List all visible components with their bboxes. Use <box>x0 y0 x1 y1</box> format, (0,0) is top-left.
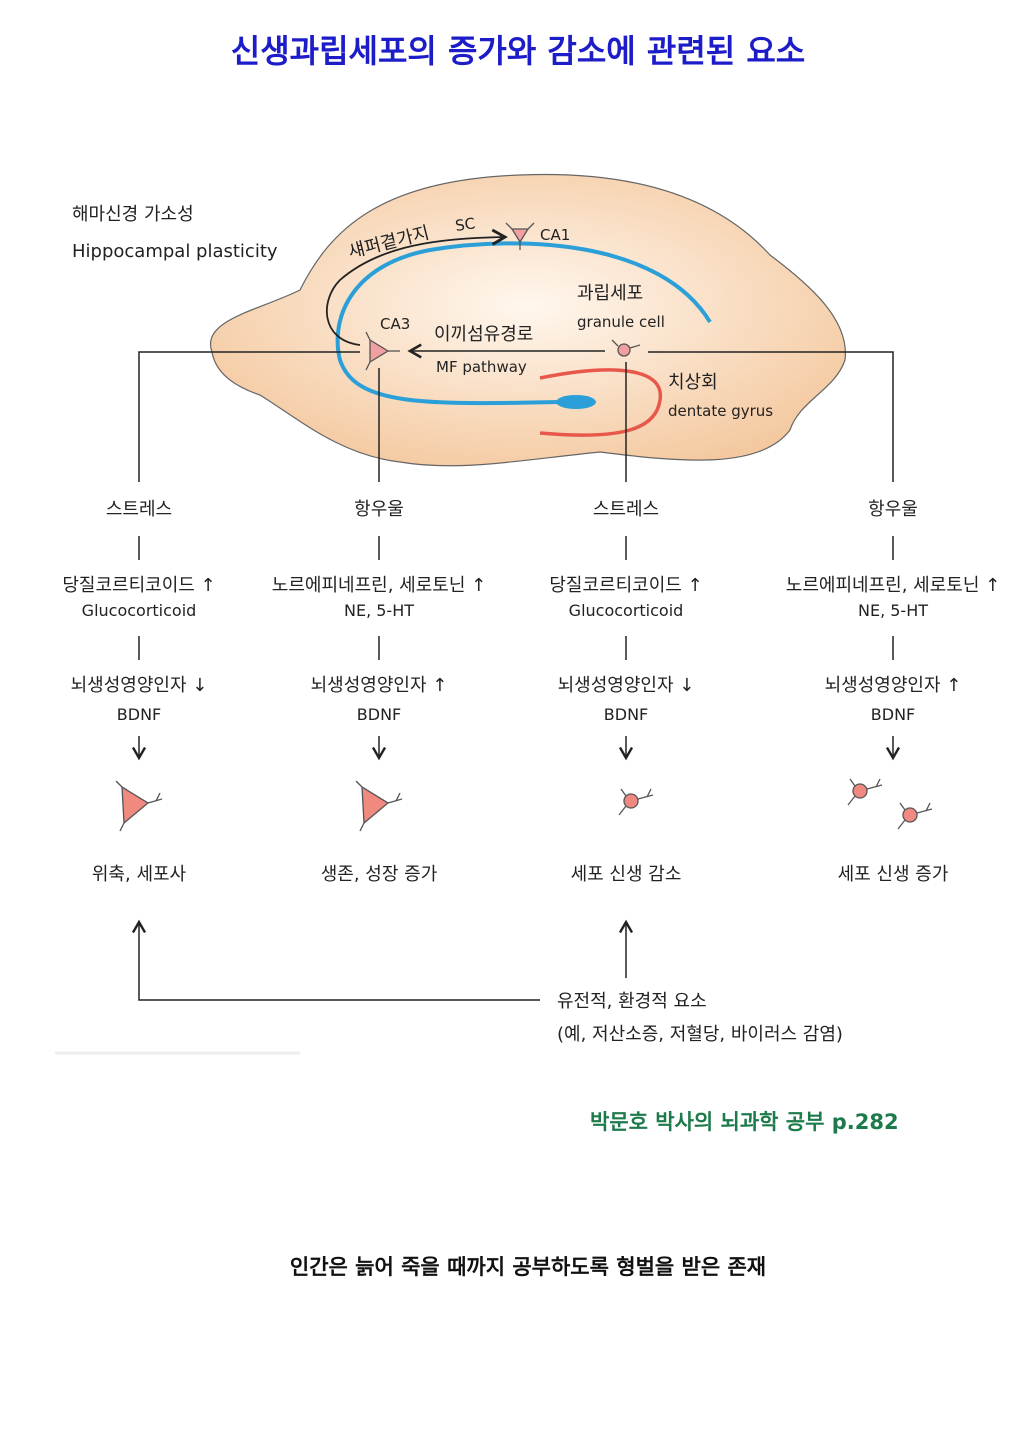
mf-label-en: MF pathway <box>436 358 527 376</box>
trigger-label: 항우울 <box>868 499 918 520</box>
outcome-label: 세포 신생 증가 <box>838 864 949 885</box>
granule-cell-icon <box>618 788 654 816</box>
dg-label-en: dentate gyrus <box>668 402 773 420</box>
outcome-label: 위축, 세포사 <box>92 864 187 885</box>
factors-line1: 유전적, 환경적 요소 <box>557 991 707 1012</box>
connector-lines <box>138 351 894 482</box>
bdnf-label-ko: 뇌생성영양인자 ↑ <box>825 675 962 696</box>
quote: 인간은 늙어 죽을 때까지 공부하도록 형벌을 받은 존재 <box>290 1255 766 1279</box>
mediator-label-ko: 당질코르티코이드 ↑ <box>62 575 215 596</box>
granule-cell-icon <box>847 778 883 806</box>
mf-label-ko: 이끼섬유경로 <box>434 324 533 345</box>
ca3-label: CA3 <box>380 315 410 333</box>
bdnf-label-en: BDNF <box>117 705 161 724</box>
mediator-label-en: NE, 5-HT <box>344 601 414 620</box>
mediator-label-ko: 당질코르티코이드 ↑ <box>549 575 702 596</box>
bdnf-label-en: BDNF <box>871 705 915 724</box>
ca3-neuron-icon <box>365 331 400 371</box>
granule-label-ko: 과립세포 <box>577 283 643 304</box>
ca1-neuron-icon <box>505 222 535 250</box>
page-title: 신생과립세포의 증가와 감소에 관련된 요소 <box>231 32 805 70</box>
granule-cell-icon <box>897 802 933 830</box>
hippocampal-plasticity-label-en: Hippocampal plasticity <box>72 241 278 262</box>
sc-label-en: SC <box>454 214 476 235</box>
bdnf-label-en: BDNF <box>604 705 648 724</box>
bdnf-label-ko: 뇌생성영양인자 ↓ <box>71 675 208 696</box>
pyramidal-neuron-icon <box>115 780 163 832</box>
pyramidal-neuron-icon <box>355 780 403 832</box>
outcome-label: 세포 신생 감소 <box>571 864 682 885</box>
factor-arrows <box>131 919 634 1001</box>
cornu-ammonis-layer <box>335 241 712 406</box>
mediator-label-en: Glucocorticoid <box>569 601 684 620</box>
trigger-label: 항우울 <box>354 499 404 520</box>
mediator-label-ko: 노르에피네프린, 세로토닌 ↑ <box>786 575 1000 596</box>
dg-label-ko: 치상회 <box>668 372 718 393</box>
dentate-gyrus-layer <box>539 368 663 437</box>
granule-cell-icon <box>611 339 641 357</box>
citation: 박문호 박사의 뇌과학 공부 p.282 <box>590 1110 899 1134</box>
ca1-label: CA1 <box>540 226 570 244</box>
granule-label-en: granule cell <box>577 313 665 331</box>
bdnf-label-ko: 뇌생성영양인자 ↑ <box>311 675 448 696</box>
mediator-label-ko: 노르에피네프린, 세로토닌 ↑ <box>272 575 486 596</box>
factors-line2: (예, 저산소증, 저혈당, 바이러스 감염) <box>557 1024 843 1045</box>
ca-end <box>556 395 596 409</box>
bdnf-label-ko: 뇌생성영양인자 ↓ <box>558 675 695 696</box>
hippocampus-shape <box>209 173 846 467</box>
mediator-label-en: Glucocorticoid <box>82 601 197 620</box>
trigger-label: 스트레스 <box>106 499 172 520</box>
mediator-label-en: NE, 5-HT <box>858 601 928 620</box>
trigger-label: 스트레스 <box>593 499 659 520</box>
hippocampal-plasticity-label-ko: 해마신경 가소성 <box>72 204 194 225</box>
bdnf-label-en: BDNF <box>357 705 401 724</box>
schaffer-collateral-arrow <box>326 228 508 346</box>
outcome-label: 생존, 성장 증가 <box>321 864 438 885</box>
